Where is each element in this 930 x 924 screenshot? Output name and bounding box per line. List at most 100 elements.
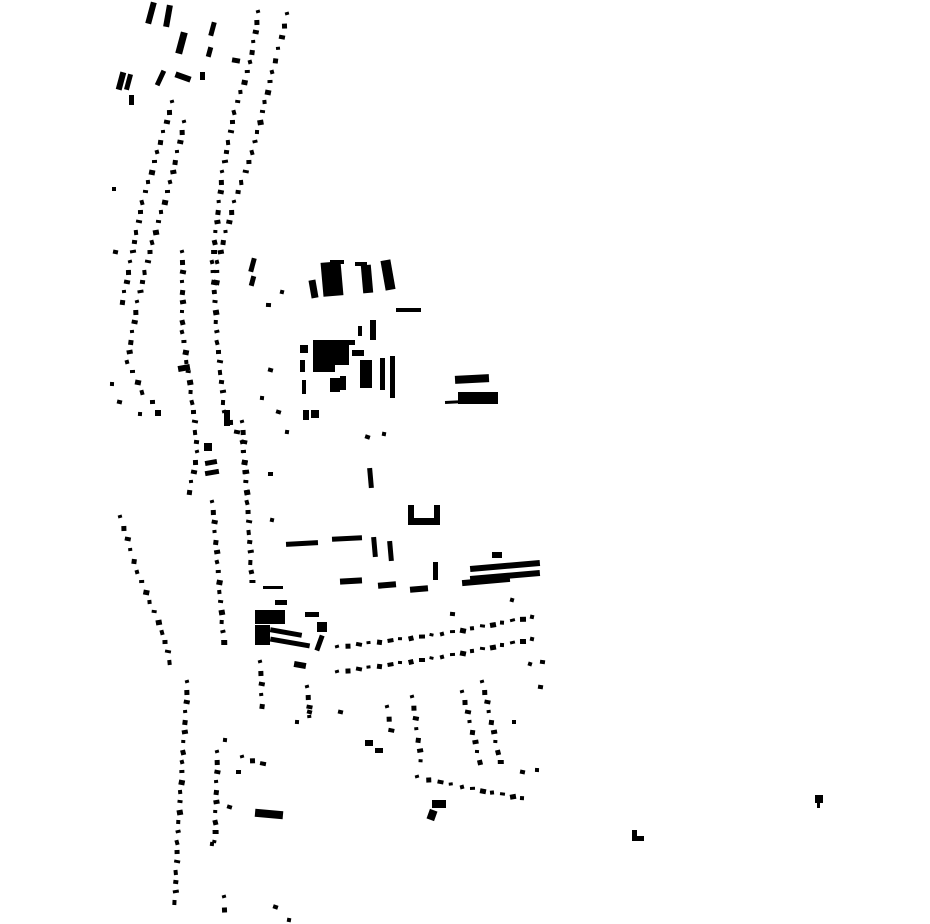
- building: [128, 339, 134, 346]
- building: [210, 509, 216, 516]
- building: [366, 665, 371, 669]
- building: [275, 46, 281, 51]
- building: [219, 389, 227, 394]
- building: [175, 31, 188, 55]
- building: [142, 269, 147, 276]
- building: [216, 579, 223, 586]
- building: [248, 559, 253, 566]
- building: [163, 119, 171, 125]
- building: [255, 625, 270, 645]
- building: [219, 169, 225, 174]
- building: [119, 299, 126, 306]
- building: [211, 249, 218, 255]
- building: [178, 779, 186, 786]
- building: [139, 199, 145, 206]
- building: [278, 34, 286, 40]
- building: [355, 641, 363, 647]
- building: [632, 836, 644, 841]
- building: [527, 661, 533, 667]
- building: [183, 699, 191, 705]
- building: [459, 689, 465, 694]
- building: [497, 759, 504, 765]
- building: [387, 662, 394, 667]
- building: [214, 769, 221, 775]
- building: [212, 829, 219, 835]
- building: [229, 119, 236, 125]
- building: [248, 275, 257, 287]
- building: [133, 309, 139, 316]
- building: [218, 609, 226, 616]
- building: [433, 562, 438, 580]
- building: [217, 369, 223, 376]
- building: [257, 119, 264, 126]
- building: [179, 319, 186, 326]
- building: [211, 239, 218, 246]
- building: [227, 129, 235, 134]
- building: [164, 189, 171, 194]
- building: [285, 540, 319, 547]
- building: [194, 449, 200, 454]
- building: [467, 719, 472, 724]
- building: [247, 549, 254, 554]
- building: [366, 640, 371, 645]
- building: [313, 340, 335, 372]
- building: [155, 410, 161, 416]
- building: [214, 759, 220, 766]
- building: [182, 709, 188, 714]
- building: [407, 658, 415, 666]
- building: [495, 749, 502, 756]
- building: [151, 609, 157, 614]
- building: [275, 409, 282, 415]
- building: [409, 694, 415, 699]
- building: [242, 169, 250, 174]
- building: [121, 289, 127, 294]
- building: [482, 689, 488, 696]
- building: [493, 739, 498, 744]
- building: [509, 793, 517, 800]
- building: [252, 29, 260, 35]
- building: [211, 519, 218, 525]
- building: [216, 359, 224, 364]
- building: [137, 411, 143, 417]
- building: [377, 581, 397, 589]
- building: [355, 666, 363, 672]
- building: [190, 469, 198, 475]
- building: [305, 612, 319, 617]
- building: [407, 635, 415, 642]
- building: [184, 689, 190, 696]
- building: [486, 709, 491, 714]
- building: [380, 259, 396, 291]
- building: [213, 279, 220, 286]
- building: [176, 809, 184, 816]
- building: [238, 89, 243, 95]
- building: [212, 289, 217, 295]
- building: [337, 709, 344, 715]
- building: [331, 535, 363, 542]
- building: [304, 684, 310, 689]
- building: [139, 389, 145, 396]
- building: [449, 630, 456, 634]
- building: [220, 399, 226, 406]
- building: [454, 374, 490, 384]
- building: [247, 59, 253, 65]
- building: [335, 340, 355, 345]
- building: [149, 399, 156, 405]
- building: [231, 109, 237, 116]
- building: [121, 525, 127, 532]
- building: [179, 279, 185, 284]
- building: [182, 349, 190, 356]
- building: [479, 679, 485, 684]
- building: [214, 749, 220, 754]
- building: [330, 260, 344, 264]
- building: [215, 209, 221, 216]
- building: [386, 716, 392, 722]
- building: [267, 367, 274, 373]
- building: [509, 618, 516, 623]
- building: [409, 585, 429, 593]
- building: [131, 239, 138, 245]
- building: [334, 644, 340, 649]
- building: [490, 729, 498, 735]
- building: [272, 58, 279, 64]
- building: [259, 395, 265, 401]
- building: [255, 610, 285, 624]
